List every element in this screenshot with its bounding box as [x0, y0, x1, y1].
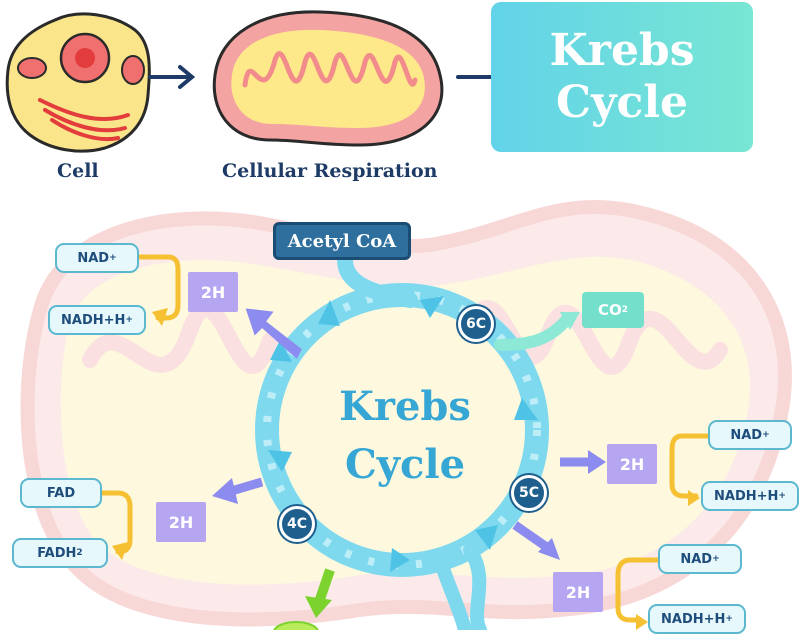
nad-pill-left-top: NAD+	[55, 243, 139, 273]
acetyl-stem	[337, 252, 418, 308]
h-box-left-top: 2H	[188, 272, 238, 312]
nadh-sup: +	[725, 614, 733, 624]
nadh-pill-left-top: NADH+H+	[48, 305, 146, 335]
krebs-card-title-line2: Cycle	[555, 77, 689, 128]
fadh-text: FADH	[37, 545, 77, 561]
mitochondrion-illustration	[212, 10, 444, 147]
cell-illustration	[5, 12, 151, 153]
node-5c: 5C	[511, 475, 547, 511]
nadh-text: NADH+H	[714, 488, 779, 504]
co2-base: CO	[597, 301, 622, 319]
krebs-cycle-card: Krebs Cycle	[491, 2, 753, 152]
nadh-text: NADH+H	[61, 312, 126, 328]
h-arrows	[212, 308, 606, 560]
nadh-sup: +	[125, 315, 133, 325]
cycle-center-title: Krebs Cycle	[305, 378, 505, 494]
bottom-stems	[433, 543, 487, 630]
co2-subscript: 2	[621, 305, 629, 315]
fad-pill: FAD	[20, 478, 102, 508]
arrow-cell-to-respiration	[148, 65, 196, 89]
acetyl-coa-box: Acetyl CoA	[273, 222, 411, 260]
nad-sup: +	[109, 253, 117, 263]
co2-stem	[494, 312, 574, 351]
cellular-respiration-label: Cellular Respiration	[222, 160, 438, 182]
cycle-center-line1: Krebs	[339, 383, 471, 430]
nad-text: NAD	[730, 427, 763, 443]
node-4c: 4C	[279, 506, 315, 542]
nadh-text: NADH+H	[661, 611, 726, 627]
h-box-left-bottom: 2H	[156, 502, 206, 542]
nad-pill-right-bottom: NAD+	[658, 544, 742, 574]
nad-sup: +	[762, 430, 770, 440]
nadh-pill-right-mid: NADH+H+	[701, 481, 799, 511]
nad-pill-right-mid: NAD+	[708, 420, 792, 450]
cycle-center-line2: Cycle	[344, 441, 466, 488]
h-box-right-bottom: 2H	[553, 572, 603, 612]
fadh-sub: 2	[76, 548, 83, 558]
nad-sup: +	[712, 554, 720, 564]
node-6c: 6C	[458, 306, 494, 342]
cell-label: Cell	[57, 160, 99, 182]
nad-text: NAD	[77, 250, 110, 266]
h-box-right-mid: 2H	[607, 444, 657, 484]
nadh-sup: +	[778, 491, 786, 501]
krebs-card-title-line1: Krebs	[549, 25, 695, 76]
nad-text: NAD	[680, 551, 713, 567]
